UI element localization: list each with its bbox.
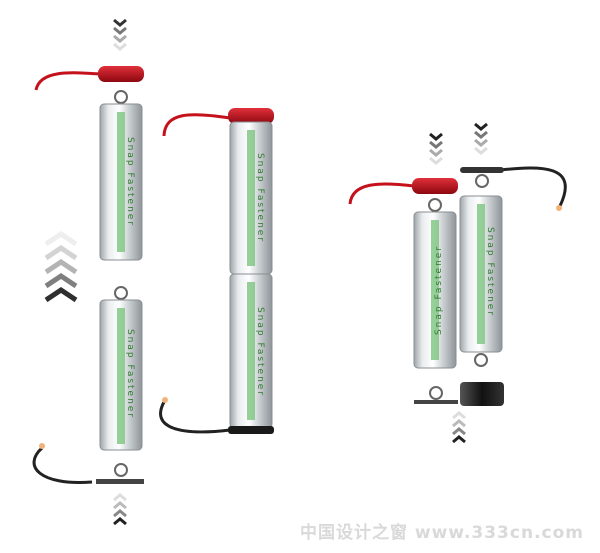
- snap-connector-icon: [114, 286, 128, 300]
- chevron-down-icon: [113, 42, 127, 51]
- red-cap-connector-middle: [162, 108, 274, 137]
- snap-connector-icon: [474, 353, 488, 367]
- red-cap-connector-left: [34, 66, 144, 91]
- red-cap: [412, 178, 458, 194]
- snap-connector-icon: [114, 463, 128, 477]
- battery-label: Snap Fastener: [125, 137, 135, 227]
- chevron-up-icon: [44, 258, 78, 275]
- chevron-down-icon: [429, 132, 443, 141]
- chevron-up-icon: [113, 501, 127, 510]
- battery-label: Snap Fastener: [255, 153, 265, 243]
- arrow-group-right-b: [474, 122, 488, 155]
- snap-connector-icon: [114, 90, 128, 104]
- battery-label: Snap Fastener: [125, 329, 135, 419]
- red-wire: [348, 182, 415, 205]
- snap-connector-icon: [429, 386, 443, 400]
- red-cap: [98, 66, 144, 82]
- chevron-up-icon: [452, 435, 466, 444]
- chevron-down-icon: [429, 148, 443, 157]
- chevron-down-icon: [474, 122, 488, 131]
- chevron-up-icon: [113, 517, 127, 526]
- chevron-down-icon: [474, 130, 488, 139]
- battery-left-bottom: Snap Fastener: [99, 286, 143, 451]
- chevron-down-icon: [474, 138, 488, 147]
- arrow-group-middle-left: [44, 230, 78, 303]
- black-cap: [460, 382, 504, 406]
- red-cap-connector-right: [348, 178, 458, 205]
- battery-left-top: Snap Fastener: [99, 90, 143, 261]
- snap-connector-icon: [96, 479, 144, 484]
- red-cap: [228, 108, 274, 124]
- chevron-up-icon: [44, 244, 78, 261]
- chevron-down-icon: [429, 140, 443, 149]
- chevron-down-icon: [113, 18, 127, 27]
- battery-label: Snap Fastener: [434, 245, 444, 335]
- black-end-cap-right: [414, 382, 504, 406]
- chevron-up-icon: [452, 411, 466, 420]
- chevron-up-icon: [452, 427, 466, 436]
- black-cap-connector-middle: [159, 397, 274, 434]
- red-wire: [162, 113, 231, 137]
- chevron-down-icon: [113, 26, 127, 35]
- snap-connector-icon: [475, 174, 489, 188]
- black-cap-connector-left: [32, 443, 144, 485]
- chevron-up-icon: [452, 419, 466, 428]
- chevron-down-icon: [429, 156, 443, 165]
- chevron-up-icon: [44, 286, 78, 303]
- chevron-up-icon: [113, 509, 127, 518]
- battery-right-b: Snap Fastener: [459, 195, 503, 367]
- black-wire: [499, 166, 567, 207]
- black-connector-right-top: [460, 166, 567, 211]
- battery-right-a: Snap Fastener: [413, 198, 457, 369]
- battery-label: Snap Fastener: [255, 307, 265, 397]
- black-wire: [32, 446, 93, 485]
- battery-label: Snap Fastener: [485, 227, 495, 317]
- watermark-text: 中国设计之窗 www.333cn.com: [300, 523, 584, 543]
- chevron-down-icon: [113, 34, 127, 43]
- snap-connector-icon: [428, 198, 442, 212]
- black-wire: [159, 401, 231, 434]
- red-wire: [34, 71, 101, 91]
- chevron-down-icon: [474, 146, 488, 155]
- snap-connector-icon: [414, 400, 458, 404]
- chevron-up-icon: [44, 272, 78, 289]
- arrow-group-top-left: [113, 18, 127, 51]
- chevron-up-icon: [44, 230, 78, 247]
- arrow-group-bottom-left: [113, 493, 127, 526]
- battery-stack-middle: Snap Fastener Snap Fastener: [229, 121, 273, 429]
- chevron-up-icon: [113, 493, 127, 502]
- arrow-group-right-a: [429, 132, 443, 165]
- arrow-group-bottom-right: [452, 411, 466, 444]
